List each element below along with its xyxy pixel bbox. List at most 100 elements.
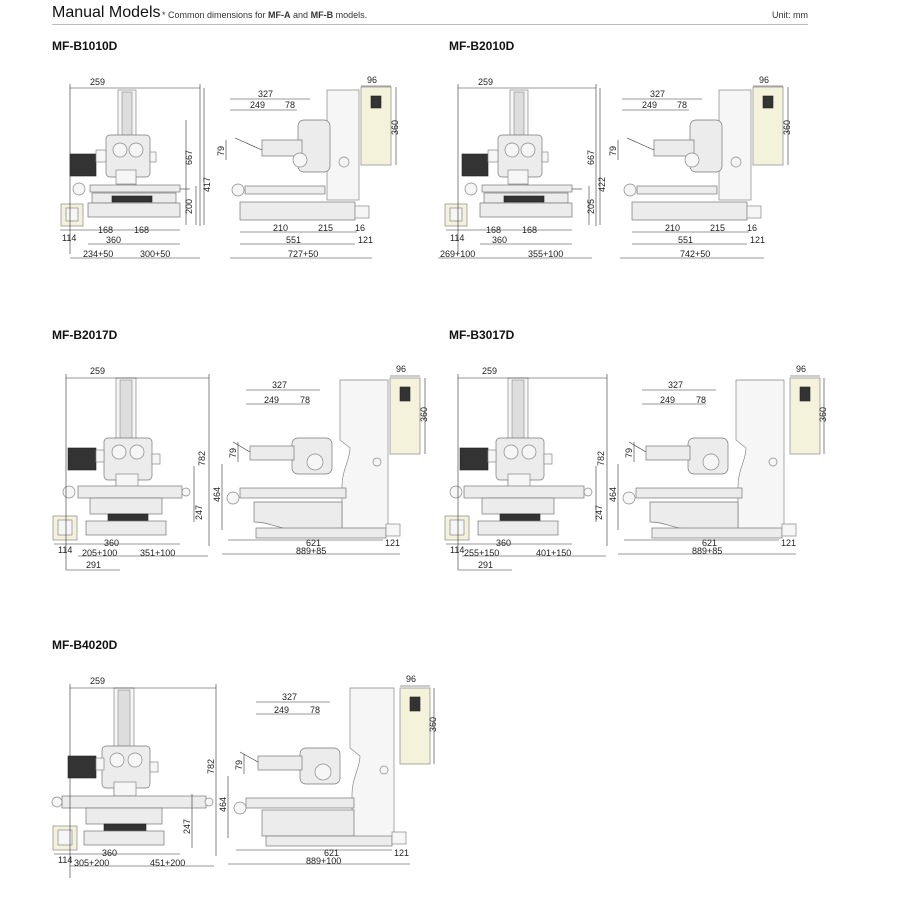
- dim-offset: 291: [86, 560, 101, 570]
- dim-half-right: 168: [134, 225, 149, 235]
- dim-base-height: 247: [194, 505, 204, 520]
- dim-side-w1: 327: [650, 89, 665, 99]
- dim-side-w2: 249: [274, 705, 289, 715]
- dim-front-height: 782: [197, 451, 207, 466]
- model-name-5: MF-B4020D: [52, 638, 118, 652]
- dim-side-h1: 79: [624, 448, 634, 458]
- dim-side-w1: 327: [258, 89, 273, 99]
- dim-base-width: 360: [104, 538, 119, 548]
- dim-side-depth: 621: [306, 538, 321, 548]
- dim-front-width-top: 259: [90, 77, 105, 87]
- dim-stage-height: 422: [597, 177, 607, 192]
- dim-half-left: 168: [486, 225, 501, 235]
- front-view: 259 782 247 114 360 255+150 401+150 291: [444, 366, 608, 571]
- dim-side-d2: 215: [710, 223, 725, 233]
- dim-side-total: 727+50: [288, 249, 318, 259]
- dim-base-height: 247: [594, 505, 604, 520]
- dim-front-height: 782: [596, 451, 606, 466]
- side-view: 327 249 78 79 210 215 16 551 121 742+50 …: [608, 75, 792, 259]
- model-4-drawing: 259 782 247 114 360 255+150 401+150 291: [444, 364, 828, 571]
- dim-travel-left: 269+100: [440, 249, 475, 259]
- page-header: Manual Models * Common dimensions for MF…: [52, 4, 808, 25]
- side-view: 327 249 78 79 210 215 16 551 121 727+50 …: [216, 75, 400, 259]
- dim-travel-right: 300+50: [140, 249, 170, 259]
- dim-side-d3: 16: [355, 223, 365, 233]
- side-view: 327 249 78 79 464 621 121 889+85 96 360: [212, 364, 429, 556]
- dim-side-w2: 249: [642, 100, 657, 110]
- dim-stage-height: 464: [218, 797, 228, 812]
- dim-travel-right: 355+100: [528, 249, 563, 259]
- dim-half-right: 168: [522, 225, 537, 235]
- dim-side-w3: 78: [677, 100, 687, 110]
- side-view: 327 249 78 79 464 621 121 889+85 96 360: [608, 364, 828, 556]
- side-view: 327 249 78 79 464 621 121 889+100 96 360: [218, 674, 438, 866]
- dim-travel-left: 255+150: [464, 548, 499, 558]
- dim-pad: 114: [450, 545, 464, 555]
- dim-side-depth: 551: [286, 235, 301, 245]
- dim-side-foot: 121: [750, 235, 765, 245]
- dim-side-w2: 249: [660, 395, 675, 405]
- dim-side-w2: 249: [264, 395, 279, 405]
- note-mf-b: MF-B: [310, 10, 334, 20]
- dim-pad: 114: [58, 545, 72, 555]
- dim-pad: 114: [62, 233, 76, 243]
- dim-stage-height: 464: [608, 487, 618, 502]
- dim-panel-height: 360: [419, 407, 429, 422]
- dim-base-height: 247: [182, 819, 192, 834]
- dim-travel-right: 351+100: [140, 548, 175, 558]
- dim-side-d1: 210: [665, 223, 680, 233]
- dim-front-height: 782: [206, 759, 216, 774]
- unit-label: Unit: mm: [772, 10, 808, 20]
- model-name-3: MF-B2017D: [52, 328, 118, 342]
- dim-panel-height: 360: [782, 120, 792, 135]
- model-name-1: MF-B1010D: [52, 39, 118, 53]
- dim-side-foot: 121: [781, 538, 796, 548]
- dim-side-d2: 215: [318, 223, 333, 233]
- dim-base-width: 360: [496, 538, 511, 548]
- dim-side-h1: 79: [234, 760, 244, 770]
- dim-side-w1: 327: [272, 380, 287, 390]
- dim-side-d1: 210: [273, 223, 288, 233]
- dim-side-w3: 78: [285, 100, 295, 110]
- dim-side-w1: 327: [668, 380, 683, 390]
- dim-side-depth: 621: [324, 848, 339, 858]
- model-name-2: MF-B2010D: [449, 39, 515, 53]
- dim-base-height: 200: [184, 199, 194, 214]
- dim-base-width: 360: [102, 848, 117, 858]
- dim-side-total: 889+85: [296, 546, 326, 556]
- model-1-drawing: 259 667 417 200 114 168 168 360 234+50 3…: [60, 75, 400, 259]
- front-view: 259 782 247 114 360 205+100 351+100 291: [52, 366, 210, 571]
- model-2-drawing: 259 667 422 205 114 168 168 360 269+100 …: [438, 75, 792, 259]
- header-note: * Common dimensions for MF-A and MF-B mo…: [162, 10, 368, 20]
- dim-side-depth: 551: [678, 235, 693, 245]
- dim-base-width: 360: [492, 235, 507, 245]
- dim-panel-height: 360: [428, 717, 438, 732]
- dim-side-w3: 78: [300, 395, 310, 405]
- dim-front-height: 667: [586, 150, 596, 165]
- dim-side-w3: 78: [310, 705, 320, 715]
- dim-side-w1: 327: [282, 692, 297, 702]
- dim-travel-left: 305+200: [74, 858, 109, 868]
- dim-panel-height: 360: [818, 407, 828, 422]
- dim-side-foot: 121: [385, 538, 400, 548]
- dim-side-total: 889+85: [692, 546, 722, 556]
- dim-side-foot: 121: [394, 848, 409, 858]
- dim-side-w3: 78: [696, 395, 706, 405]
- dim-side-h1: 79: [608, 146, 618, 156]
- dim-side-h1: 79: [216, 146, 226, 156]
- dim-side-h1: 79: [228, 448, 238, 458]
- dim-front-width-top: 259: [482, 366, 497, 376]
- dim-panel-width: 96: [406, 674, 416, 684]
- model-5-drawing: 259 782 247 114 360 305+200 451+200: [51, 674, 438, 878]
- dim-side-w2: 249: [250, 100, 265, 110]
- dim-front-width-top: 259: [90, 676, 105, 686]
- dim-travel-right: 451+200: [150, 858, 185, 868]
- page-title: Manual Models: [52, 4, 161, 21]
- dim-panel-width: 96: [367, 75, 377, 85]
- dim-panel-width: 96: [796, 364, 806, 374]
- dim-base-width: 360: [106, 235, 121, 245]
- model-name-4: MF-B3017D: [449, 328, 515, 342]
- dim-panel-height: 360: [390, 120, 400, 135]
- dim-stage-height: 417: [202, 177, 212, 192]
